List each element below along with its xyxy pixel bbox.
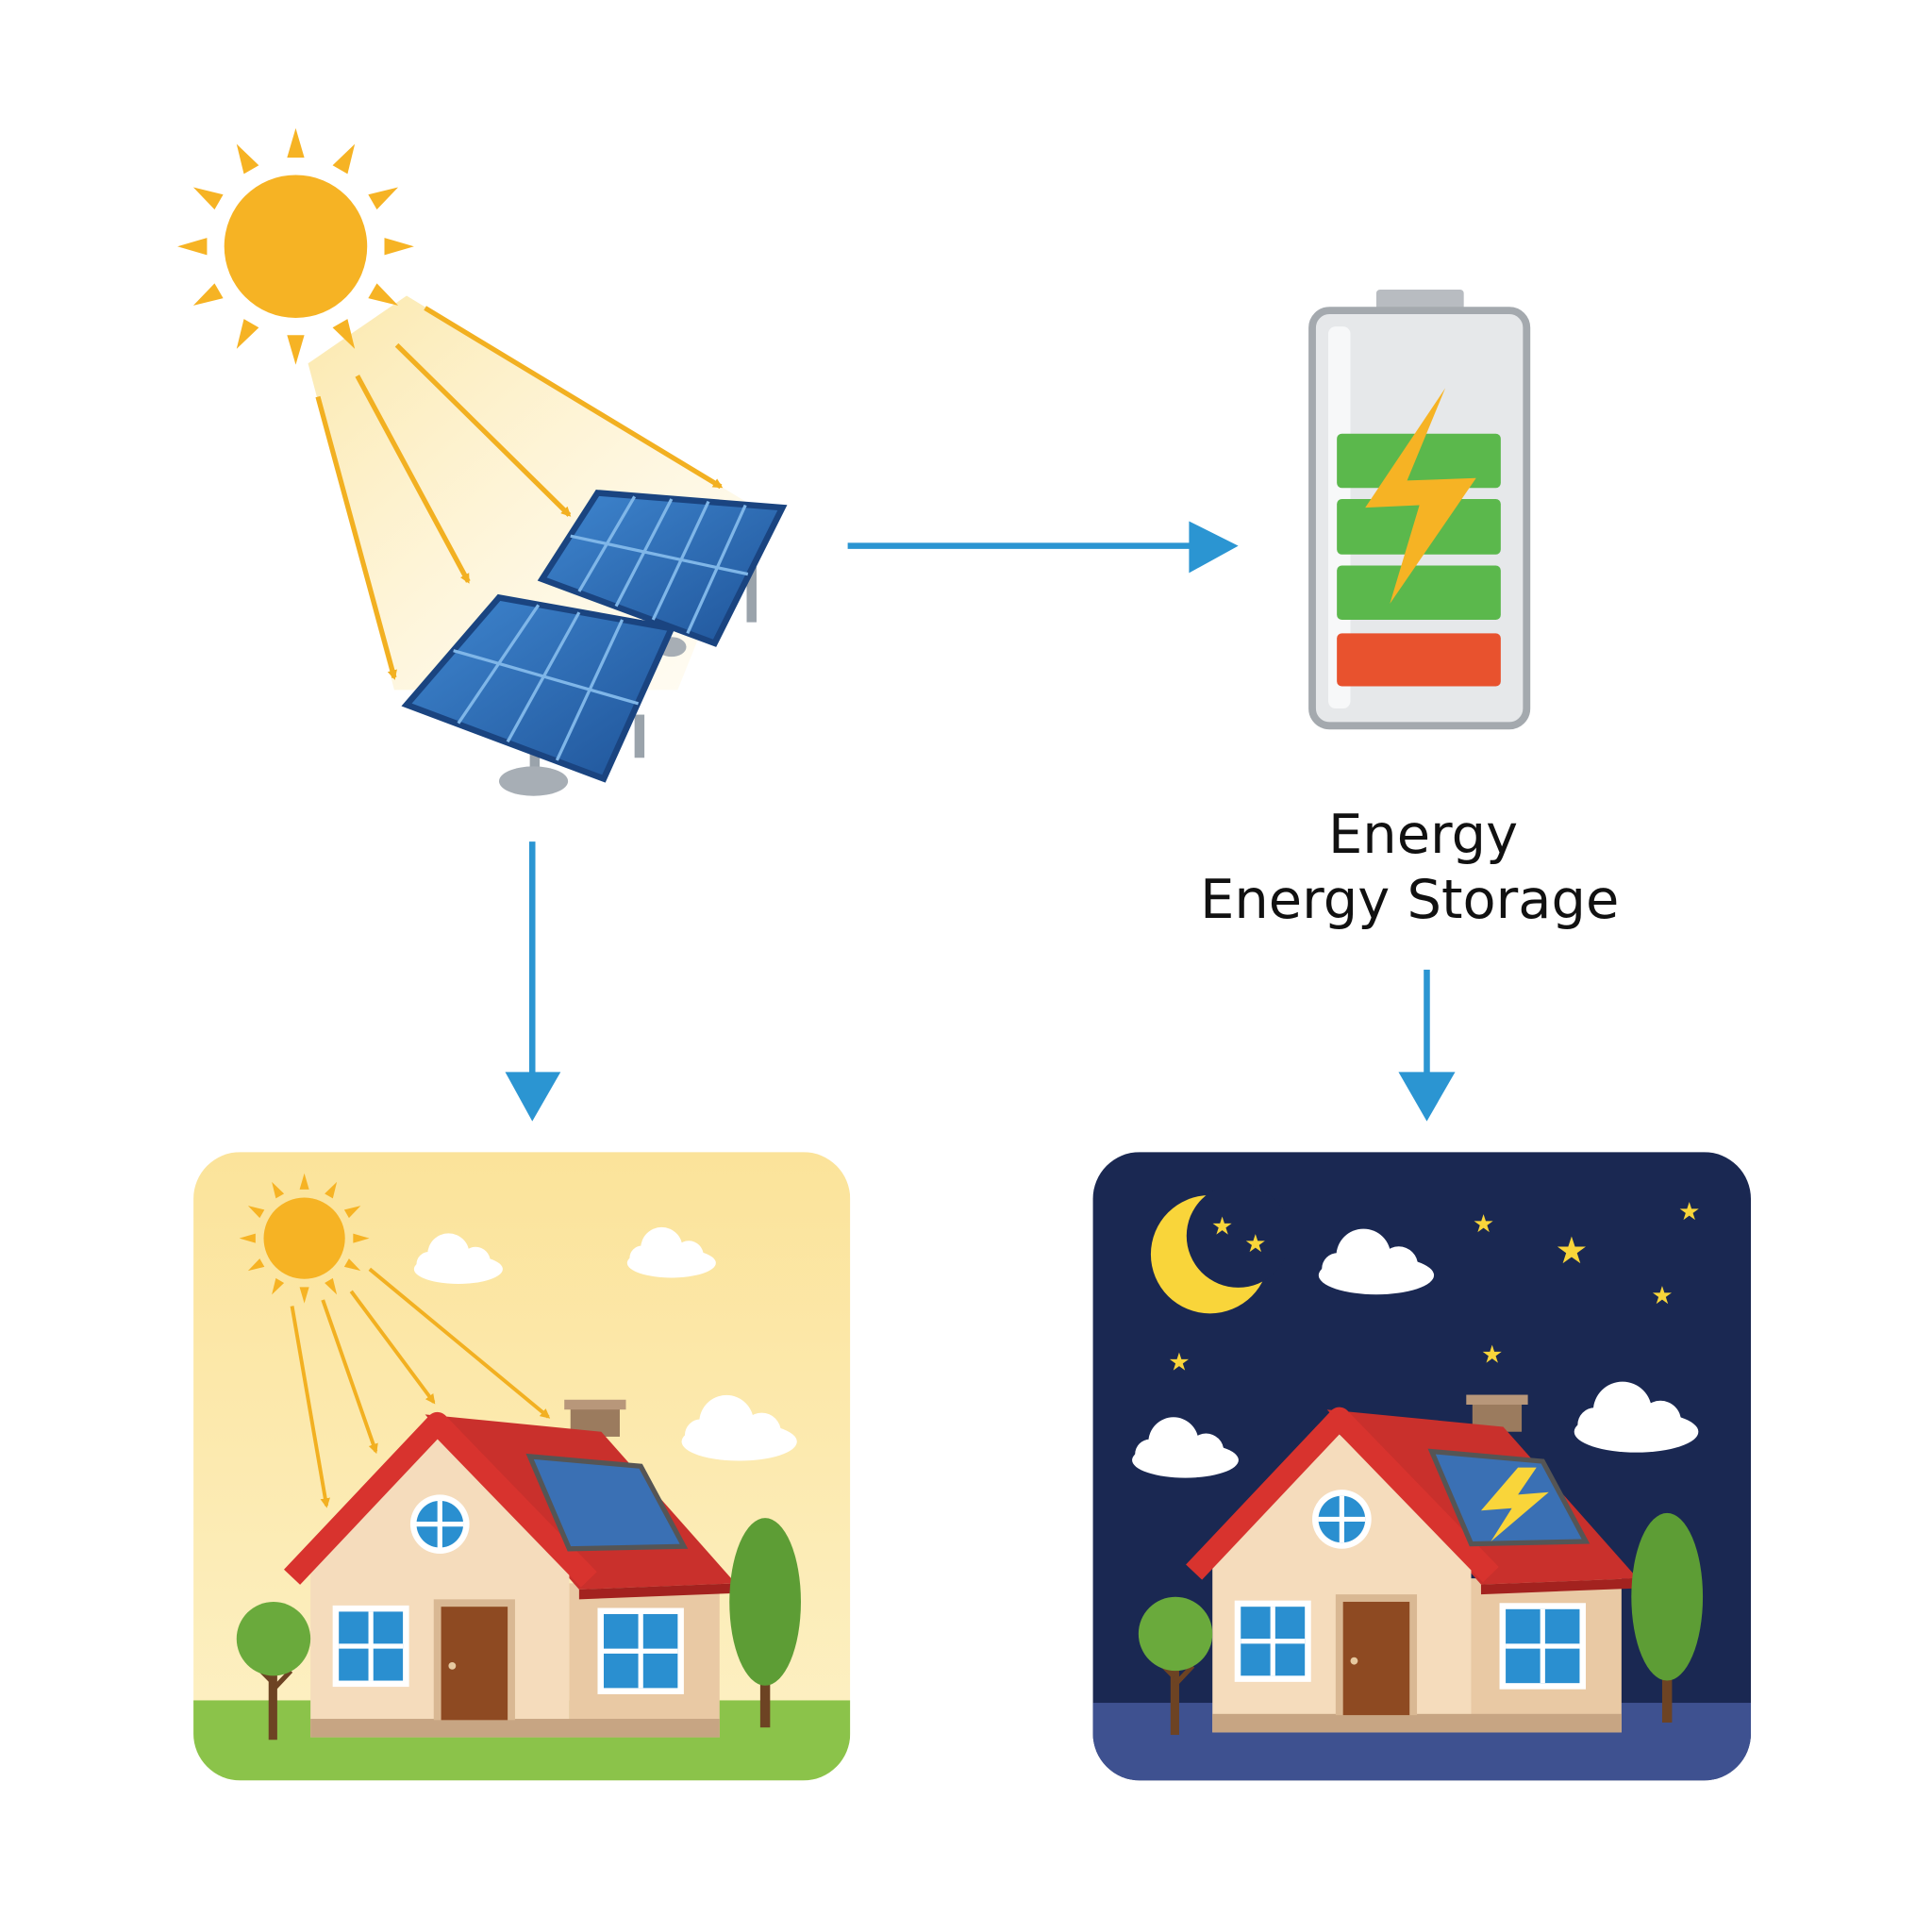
stars-icon: ★ ★ ★ ★ ★ ★ ★ ★ bbox=[1168, 1198, 1700, 1376]
battery-bar-green bbox=[1337, 433, 1501, 489]
svg-text:★: ★ bbox=[1211, 1213, 1233, 1241]
arrow-panels-to-battery bbox=[847, 521, 1239, 574]
svg-text:★: ★ bbox=[1481, 1341, 1503, 1370]
svg-text:★: ★ bbox=[1555, 1230, 1588, 1273]
arrow-storage-to-night-house bbox=[1398, 969, 1456, 1122]
solar-panels-icon bbox=[401, 490, 788, 796]
lightning-bolt-icon bbox=[1480, 1467, 1549, 1541]
daytime-house-scene bbox=[193, 1152, 851, 1781]
svg-text:★: ★ bbox=[1678, 1198, 1700, 1226]
moon-icon bbox=[1150, 1184, 1291, 1314]
svg-text:★: ★ bbox=[1244, 1230, 1266, 1258]
day-sun-icon bbox=[239, 1173, 370, 1304]
svg-text:★: ★ bbox=[1168, 1348, 1190, 1376]
svg-text:★: ★ bbox=[1473, 1210, 1494, 1239]
nighttime-house-scene: ★ ★ ★ ★ ★ ★ ★ ★ bbox=[1092, 1152, 1751, 1781]
battery-icon bbox=[1308, 289, 1531, 730]
battery-bar-red bbox=[1337, 633, 1501, 687]
arrow-panels-to-day-house bbox=[505, 841, 561, 1122]
lightning-bolt-icon bbox=[1365, 388, 1476, 604]
roof-solar-panel-icon bbox=[525, 1453, 689, 1552]
svg-text:★: ★ bbox=[1651, 1282, 1673, 1310]
battery-bar-green bbox=[1337, 565, 1501, 620]
storage-label-line1: Energy bbox=[1328, 803, 1518, 866]
storage-label-line2: Energy Storage bbox=[1200, 868, 1619, 931]
